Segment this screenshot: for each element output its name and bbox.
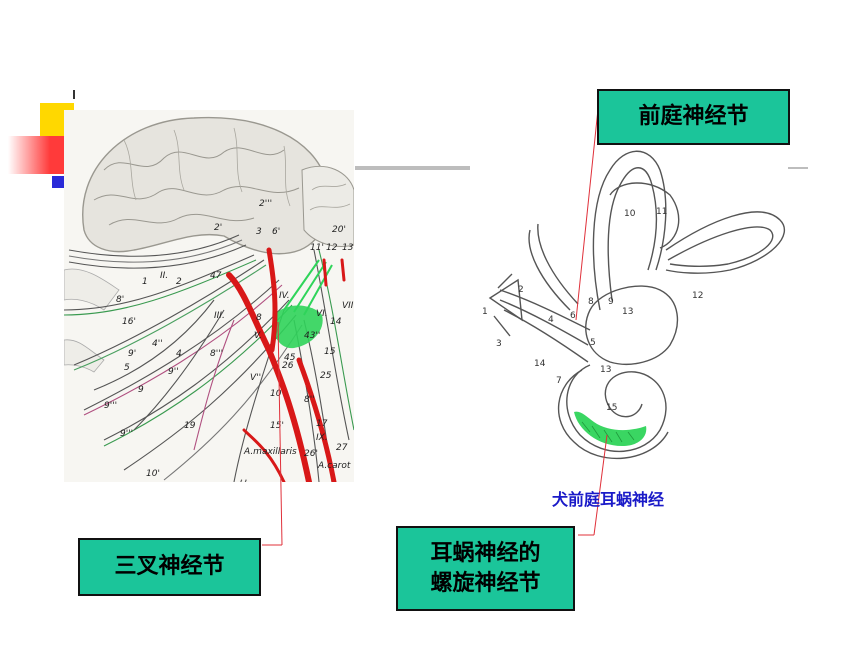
figure-number-label: 1 bbox=[142, 277, 148, 287]
figure-number-label: 4 bbox=[176, 349, 182, 359]
figure-number-label: 43'' bbox=[304, 331, 320, 341]
figure-number-label: 11' bbox=[310, 243, 324, 253]
ganglion-hatch bbox=[581, 421, 635, 443]
brain-hemisphere bbox=[82, 116, 354, 255]
figure-number-label: 17 bbox=[316, 419, 328, 429]
trigeminal-ganglion-label: 三叉神经节 bbox=[78, 538, 261, 596]
deco-blue-square bbox=[52, 176, 66, 188]
figure-number-label: VI. bbox=[316, 309, 328, 319]
figure-number-label: 6 bbox=[570, 311, 576, 321]
figure-number-label: IV. bbox=[279, 291, 290, 301]
figure-number-label: 6' bbox=[272, 227, 280, 237]
figure-number-label: 3 bbox=[256, 227, 262, 237]
spiral-ganglion-label: 耳蜗神经的 螺旋神经节 bbox=[396, 526, 575, 611]
figure-number-label: 8' bbox=[116, 295, 124, 305]
figure-caption: 犬前庭耳蜗神经 bbox=[552, 490, 665, 509]
figure-number-label: 1 bbox=[482, 307, 488, 317]
figure-number-label: 13 bbox=[622, 307, 633, 317]
figure-number-label: 15 bbox=[324, 347, 336, 357]
figure-number-label: 8 bbox=[256, 313, 262, 323]
spiral-ganglion-text-line2: 螺旋神经节 bbox=[430, 570, 541, 596]
figure-number-label: 12 bbox=[692, 291, 703, 301]
deco-tick bbox=[73, 90, 75, 99]
figure-number-label: 9 bbox=[608, 297, 614, 307]
figure-number-label: V. bbox=[254, 331, 262, 341]
figure-number-label: 4 bbox=[548, 315, 554, 325]
figure-number-label: 19 bbox=[184, 421, 196, 431]
figure-number-label: 20' bbox=[332, 225, 346, 235]
ear-outline bbox=[488, 150, 786, 460]
figure-number-label: 26' bbox=[304, 449, 318, 459]
nerve-label: 2''' bbox=[259, 199, 272, 209]
figure-number-label: IX. bbox=[316, 433, 328, 443]
ear-part-numbers: 1 2 3 4 5 6 7 8 9 10 11 12 13 13 14 15 bbox=[482, 207, 703, 413]
figure-number-label: 8''' bbox=[210, 349, 223, 359]
trigeminal-ganglion-text: 三叉神经节 bbox=[114, 554, 225, 579]
figure-number-label: 3 bbox=[496, 339, 502, 349]
deco-red-square bbox=[8, 136, 68, 174]
figure-number-label: 4'' bbox=[152, 339, 163, 349]
figure-number-label: 9'' bbox=[168, 367, 179, 377]
figure-number-label: 14 bbox=[330, 317, 342, 327]
vestibular-ganglion-text: 前庭神经节 bbox=[638, 104, 749, 129]
figure-number-label: 16' bbox=[122, 317, 136, 327]
figure-number-label: 15' bbox=[270, 421, 284, 431]
spiral-ganglion-text-line1: 耳蜗神经的 bbox=[430, 540, 541, 566]
figure-number-label: 26 bbox=[282, 361, 294, 371]
nerve-bundles bbox=[64, 234, 354, 482]
figure-number-label: 9''' bbox=[104, 401, 117, 411]
spiral-ganglion-green bbox=[574, 411, 647, 446]
inner-ear-illustration: 1 2 3 4 5 6 7 8 9 10 11 12 13 13 14 15 bbox=[482, 150, 786, 460]
vestibular-ganglion-label: 前庭神经节 bbox=[597, 89, 790, 145]
figure-number-label: 13 bbox=[342, 243, 354, 253]
figure-number-label: 7 bbox=[556, 376, 562, 386]
brain-nerve-illustration: 2''' 2' 3 6' 20' 11' 12 13 II. 1 2 47 IV… bbox=[64, 110, 354, 482]
figure-number-label: ℓ.ℓ. bbox=[239, 479, 249, 482]
arteries bbox=[226, 247, 346, 482]
figure-number-label: 8 bbox=[588, 297, 594, 307]
figure-number-label: 9 bbox=[138, 385, 144, 395]
figure-number-label: VII bbox=[342, 301, 354, 311]
figure-number-label: 47 bbox=[210, 271, 222, 281]
figure-number-label: 45 bbox=[284, 353, 296, 363]
figure-number-label: 9' bbox=[128, 349, 136, 359]
figure-number-label: 14 bbox=[534, 359, 546, 369]
trigeminal-ganglion-green bbox=[272, 305, 323, 349]
figure-number-label: 11 bbox=[656, 207, 667, 217]
deco-divider-line bbox=[355, 166, 470, 170]
figure-number-label: 13 bbox=[600, 365, 611, 375]
figure-number-label: 9''' bbox=[120, 429, 133, 439]
figure-number-label: 15 bbox=[606, 403, 617, 413]
nerve-number-labels: 2''' 2' 3 6' 20' 11' 12 13 II. 1 2 47 IV… bbox=[104, 199, 354, 482]
figure-number-label: 5 bbox=[124, 363, 130, 373]
figure-number-label: 2 bbox=[518, 285, 524, 295]
figure-number-label: III. bbox=[214, 311, 225, 321]
deco-divider-line-right bbox=[788, 167, 808, 169]
figure-number-label: A.carot bbox=[317, 461, 351, 471]
figure-number-label: 8'' bbox=[304, 395, 315, 405]
figure-number-label: 10' bbox=[146, 469, 160, 479]
figure-number-label: 25 bbox=[320, 371, 332, 381]
figure-number-label: A.maxillaris bbox=[243, 447, 297, 457]
figure-number-label: 2 bbox=[176, 277, 182, 287]
figure-number-label: 5 bbox=[590, 338, 596, 348]
figure-number-label: 27 bbox=[336, 443, 348, 453]
figure-number-label: II. bbox=[160, 271, 168, 281]
figure-number-label: 10 bbox=[270, 389, 282, 399]
figure-number-label: 10 bbox=[624, 209, 636, 219]
figure-number-label: 2' bbox=[214, 223, 222, 233]
figure-number-label: V'' bbox=[250, 373, 261, 383]
figure-number-label: 12 bbox=[326, 243, 338, 253]
